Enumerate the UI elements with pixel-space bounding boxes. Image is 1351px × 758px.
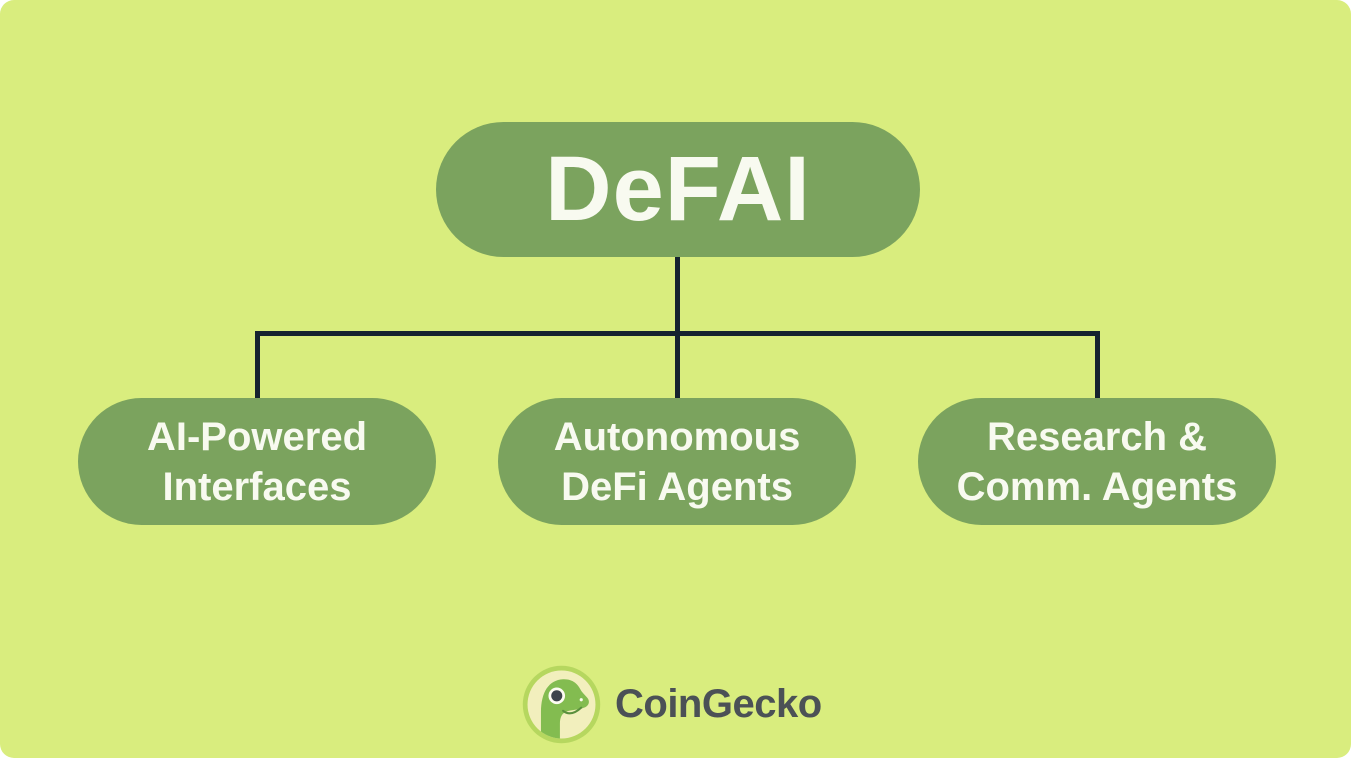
- child-node-ai-powered-interfaces: AI-Powered Interfaces: [78, 398, 436, 525]
- child-node-label-line: AI-Powered: [146, 414, 368, 459]
- connector-root-drop: [675, 256, 680, 336]
- connector-drop-right: [1095, 331, 1100, 398]
- root-node-defai: DeFAI: [436, 122, 920, 257]
- child-node-label-line: Interfaces: [162, 464, 352, 509]
- brand-wordmark: CoinGecko: [615, 682, 822, 726]
- connector-drop-left: [255, 331, 260, 398]
- child-node-autonomous-defi-agents: Autonomous DeFi Agents: [498, 398, 856, 525]
- child-node-label-line: Research &: [986, 414, 1208, 459]
- child-node-label-line: Comm. Agents: [956, 464, 1238, 509]
- footer-brand: CoinGecko: [522, 665, 822, 744]
- coingecko-gecko-icon: [522, 665, 601, 744]
- root-node-label: DeFAI: [545, 138, 811, 240]
- connector-drop-middle: [675, 331, 680, 398]
- child-node-label-line: DeFi Agents: [561, 464, 793, 509]
- child-node-research-comm-agents: Research & Comm. Agents: [918, 398, 1276, 525]
- child-node-label-line: Autonomous: [553, 414, 801, 459]
